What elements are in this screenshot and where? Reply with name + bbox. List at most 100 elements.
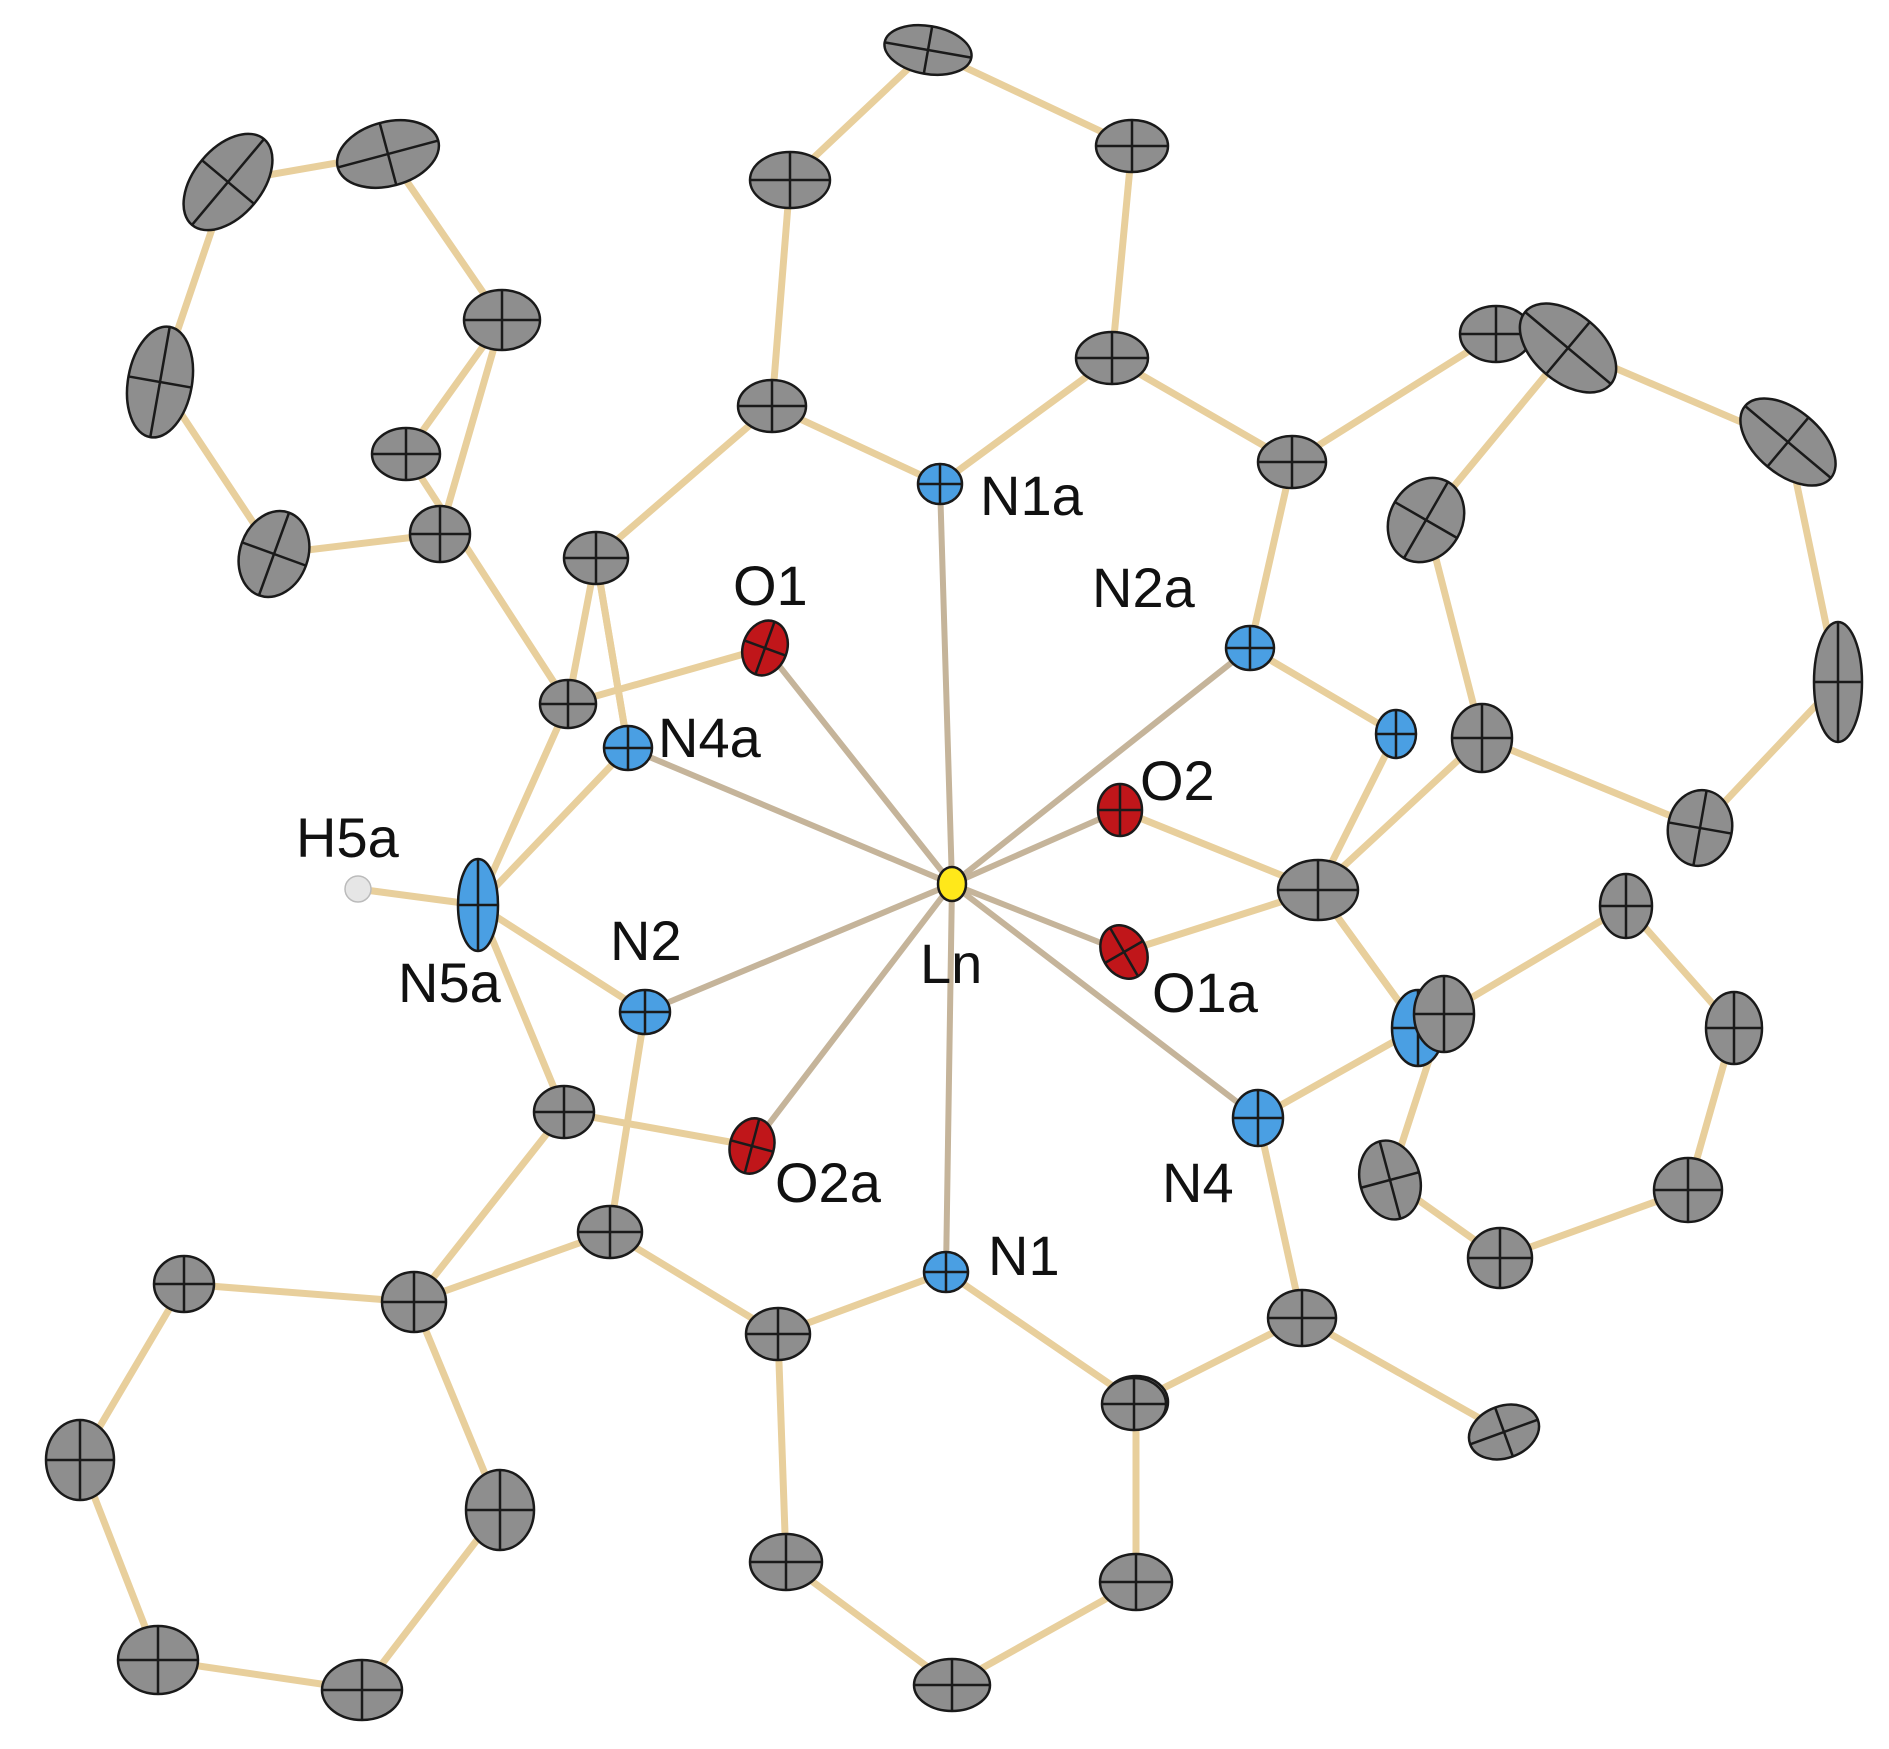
bond-c14-N4 [1254,1114,1306,1322]
atom-q1 [1518,302,1618,394]
bond-c4-c7 [1108,354,1296,466]
atom-p6 [125,325,195,439]
atom-o1 [740,619,790,677]
atom-c18 [748,1532,824,1592]
atom-r2 [1704,990,1764,1066]
atom-c12 [744,1306,812,1362]
bond-N4-NR [1254,1024,1422,1122]
bond-Ln-N1 [943,881,955,1275]
atom-c3 [1094,118,1170,174]
atom-s2 [152,1254,216,1314]
bond-Ln-N2a [949,645,1253,887]
bond-p7-c9 [402,450,572,708]
label-n4a: N4a [658,706,762,769]
atom-c1 [883,23,973,77]
label-ln: Ln [920,932,982,995]
atom-c17 [1100,1376,1168,1432]
atom-labels: N1a O1 N2a N4a O2 H5a N5a N2 Ln O1a O2a … [296,464,1259,1287]
atom-s4 [116,1624,200,1696]
atom-o1a [1099,924,1149,980]
bond-N2a-N3 [1246,644,1400,738]
bond-Ln-N2 [642,881,955,1015]
atom-n3 [1374,708,1418,760]
label-o1a: O1a [1152,961,1259,1024]
atom-c19 [1098,1552,1174,1612]
bond-c3-c4 [1108,142,1136,362]
bond-c7-N2a [1246,458,1296,652]
atom-p5 [237,509,311,599]
atom-s1 [380,1270,448,1334]
bond-c7-c8 [1288,330,1500,466]
bond-Ln-N4a [625,745,955,887]
atom-h5a [344,875,372,903]
label-o1: O1 [733,554,808,617]
atom-q2 [1739,397,1837,487]
atom-r1 [1598,872,1654,940]
atom-c20 [912,1657,992,1713]
label-n1a: N1a [980,464,1084,527]
label-n2: N2 [610,909,682,972]
atom-ln [936,865,968,903]
bond-c10-O2a [560,1108,756,1150]
atom-n1 [922,1250,970,1294]
atom-c11 [576,1204,644,1260]
atom-q6 [1386,476,1466,564]
atom-n5a [456,857,500,953]
atom-n1a [916,462,964,506]
atom-p7 [370,426,442,482]
bond-Ln-N1a [937,481,955,887]
bond-c16-q5 [1314,734,1486,894]
bond-p3-p4 [436,316,506,538]
atom-p4 [408,504,472,564]
atom-c2 [748,150,832,210]
atom-s5 [320,1658,404,1722]
atoms [44,23,1864,1722]
atom-o2a [728,1117,776,1175]
atom-c7 [1256,434,1328,490]
atom-r4 [1466,1226,1534,1290]
label-n5a: N5a [398,951,502,1014]
bond-c18-c20 [782,1558,956,1689]
atom-c14 [1266,1288,1338,1348]
atom-c6 [562,530,630,586]
atom-p1 [182,132,274,232]
bond-Ln-O1a [949,881,1127,955]
bond-c2-c5 [768,176,794,410]
bond-N5a-N2 [474,901,649,1016]
bond-s1-s2 [180,1280,418,1306]
bond-Ln-O2 [949,807,1123,887]
atom-p3 [462,288,542,352]
atom-q5 [1450,702,1514,774]
bond-N2-c11 [606,1008,649,1236]
bond-c19-c20 [948,1578,1140,1689]
atom-o2 [1096,782,1144,838]
atom-q4 [1666,788,1734,868]
label-n1: N1 [988,1224,1060,1287]
bond-N4a-c6 [592,554,632,752]
atom-s6 [464,1468,536,1552]
bond-c12-c18 [774,1330,790,1566]
atom-n2 [618,988,672,1036]
bond-c11-c12 [606,1228,782,1338]
bond-q4-q5 [1478,734,1704,832]
label-n4: N4 [1162,1151,1234,1214]
bond-Ln-N4 [949,881,1261,1121]
bond-Ln-O2a [749,881,955,1149]
atom-r3 [1652,1156,1724,1224]
label-n2a: N2a [1092,556,1196,619]
bond-c14-c15 [1298,1314,1508,1436]
bond-c11-s1 [410,1228,614,1306]
label-o2: O2 [1140,749,1215,812]
bond-N1-c13 [942,1268,1140,1406]
atom-s3 [44,1418,116,1502]
bond-Ln-O1 [762,645,955,887]
atom-q3 [1812,620,1864,744]
label-o2a: O2a [775,1151,882,1214]
bond-c9-O1 [564,644,769,708]
atom-r5 [1357,1139,1423,1221]
bond-c4-N1a [936,354,1116,488]
atom-c9 [538,678,598,730]
atom-n4a [602,724,654,772]
